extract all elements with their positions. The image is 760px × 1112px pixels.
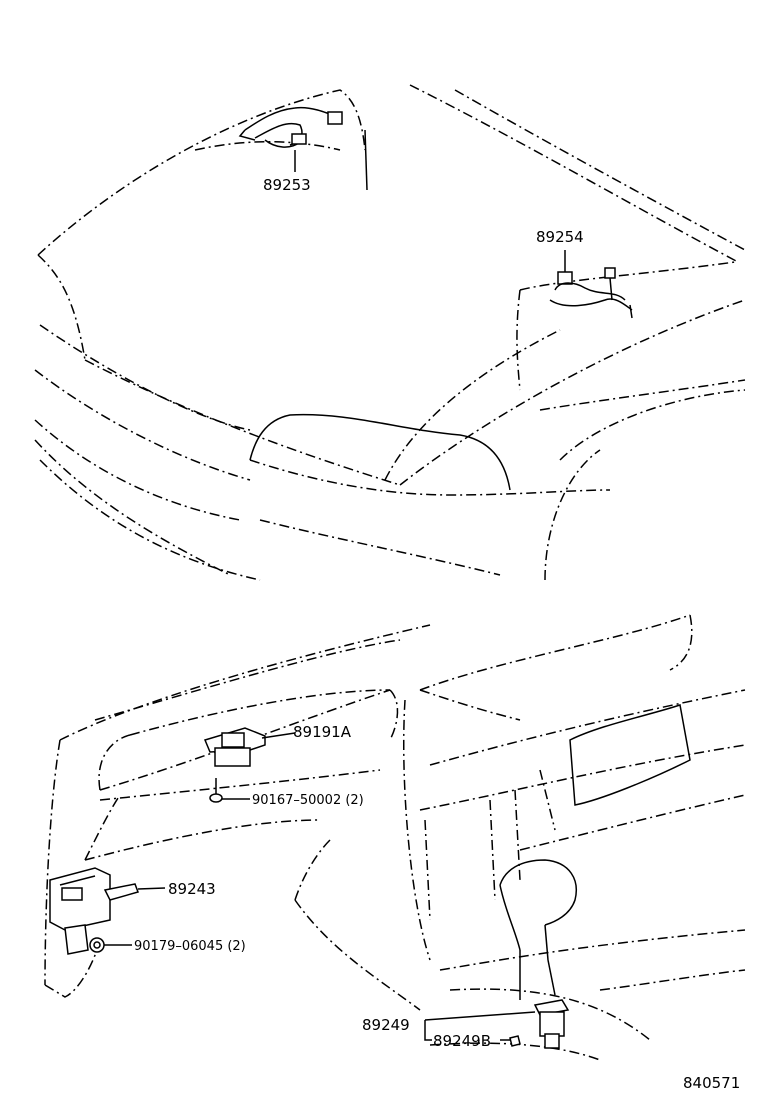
label-89191a: 89191A [293,723,352,741]
harness-89254-drawing [549,250,633,319]
sensor-89243-drawing [49,867,166,955]
label-90167: 90167–50002 (2) [252,793,364,808]
label-89243: 89243 [168,880,216,898]
shift-lever-drawing [499,859,577,1000]
nut-90179-drawing [89,937,132,953]
bolt-90167-drawing [209,778,250,803]
label-89253: 89253 [263,176,311,194]
dashboard-outline [44,624,431,1011]
label-90179: 90179–06045 (2) [134,939,246,954]
label-89249b: 89249B [433,1032,491,1050]
sensor-89191a-drawing [203,727,296,767]
diagram-number: 840571 [683,1074,740,1092]
label-89249: 89249 [362,1016,410,1034]
bumper-lines [34,324,746,581]
console-outline [402,614,746,1061]
label-89254: 89254 [536,228,584,246]
harness-89253-drawing [238,106,343,172]
switch-89249-drawing [424,999,570,1049]
